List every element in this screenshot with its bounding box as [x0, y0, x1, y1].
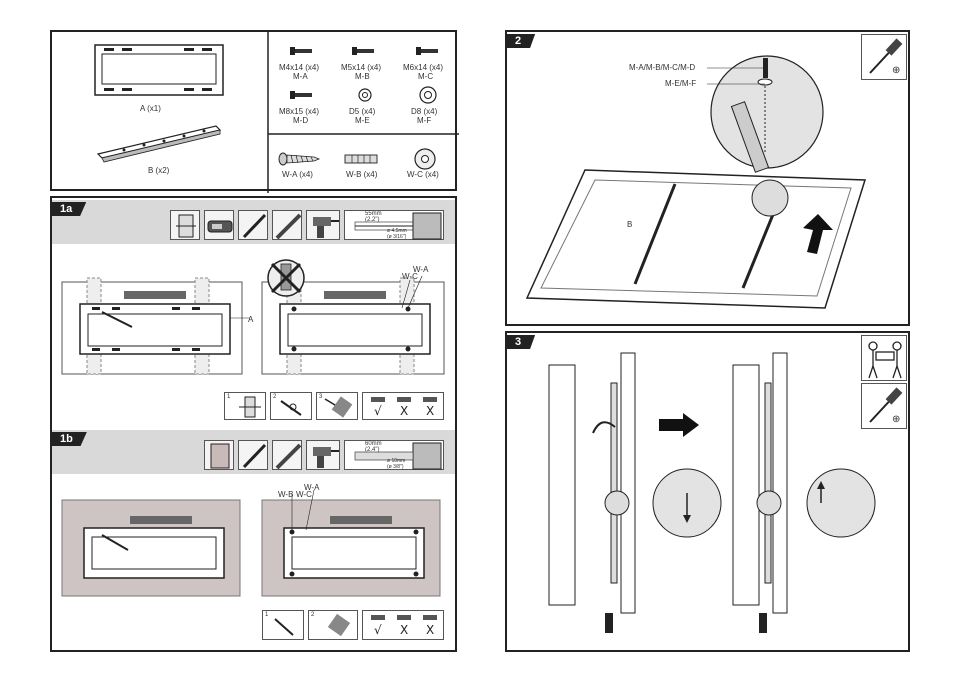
- screw-m-d-size: M8x15 (x4): [279, 107, 320, 116]
- rail-b-callout-2: B: [627, 220, 633, 229]
- tv-back-2: [525, 169, 867, 309]
- drill-dia-in-1a: (ø 3/16"): [387, 234, 407, 240]
- drill-dia-in-1b: (ø 3/8"): [387, 464, 404, 470]
- step-1b-concrete-wall-right: [261, 489, 441, 597]
- step-1a-num-3: 3: [319, 394, 323, 400]
- step-1a-wood-wall-right: [261, 275, 445, 375]
- check-x2-1b: X: [426, 623, 435, 637]
- step-1b-sub-1: 1: [262, 610, 304, 640]
- step-1a-wood-wall-left: [61, 277, 250, 375]
- washer-m-f-size: D8 (x4): [411, 107, 438, 116]
- parts-frame: [267, 32, 459, 193]
- screw-m-a-icon: [290, 47, 312, 55]
- bracket-a-icon: [94, 44, 224, 96]
- drill-depth-1b: 60mm: [365, 441, 382, 447]
- step-1a-tag: 1a: [52, 202, 87, 216]
- screw-m-b-size: M5x14 (x4): [341, 63, 382, 72]
- step-1b-tag: 1b: [52, 432, 87, 446]
- w-a-label: W-A (x4): [282, 170, 313, 179]
- pencil-thumb: [238, 210, 268, 240]
- drill-thumb-1b: [306, 440, 340, 470]
- wood-screw-w-a-icon: [278, 152, 321, 166]
- screw-m-a-code: M-A: [293, 72, 308, 81]
- screw-m-c-code: M-C: [418, 72, 434, 81]
- drill-thumb: [306, 210, 340, 240]
- w-a-callout-1a: W-A: [413, 265, 429, 274]
- plus-icon-3: ⊕: [892, 414, 901, 425]
- check-ok-1a: √: [374, 404, 382, 418]
- rail-b-label: B (x2): [148, 166, 170, 175]
- step-3-panel: 3 ⊕: [505, 331, 910, 652]
- step-3-tag: 3: [507, 335, 536, 349]
- screw-m-c-icon: [416, 47, 438, 55]
- plus-icon-2: ⊕: [892, 65, 901, 76]
- w-c-callout-1a: W-C: [402, 272, 418, 281]
- step-1a-sub-3: 3: [316, 392, 358, 420]
- screw-m-b-code: M-B: [355, 72, 370, 81]
- step-1a-sub-1: 1: [224, 392, 266, 420]
- w-c-label: W-C (x4): [407, 170, 439, 179]
- bracket-a-callout: A: [248, 315, 254, 324]
- step-1b-num-2: 2: [311, 612, 315, 618]
- step-1b-check-box: √ X X: [362, 610, 444, 640]
- washer-m-e-icon: [358, 88, 372, 102]
- screw-m-a-size: M4x14 (x4): [279, 63, 320, 72]
- parts-panel: A (x1) B (x2) M4x14 (x4) M-A M5x14 (x4) …: [50, 30, 459, 193]
- step-1a-check-box: √ X X: [362, 392, 444, 420]
- drill-depth-1a: 55mm: [365, 211, 382, 217]
- step-2-tag: 2: [507, 34, 536, 48]
- rail-b-icon: [96, 125, 222, 163]
- up-arrow-icon: [803, 214, 833, 254]
- screwdriver-thumb-2: ⊕: [861, 34, 907, 80]
- check-x1-1b: X: [400, 623, 409, 637]
- washer-m-f-code: M-F: [417, 116, 432, 125]
- screw-m-b-icon: [352, 47, 374, 55]
- drill-len-1a: (2.2"): [365, 217, 380, 223]
- stud-finder-thumb: [204, 210, 234, 240]
- screw-callout-2: M-A/M-B/M-C/M-D: [629, 63, 696, 72]
- w-c-callout-1b: W-C: [296, 490, 312, 499]
- screw-m-d-icon: [290, 91, 312, 99]
- two-person-thumb: [861, 335, 907, 381]
- screw-m-c-size: M6x14 (x4): [403, 63, 444, 72]
- washer-w-c-icon: [414, 148, 436, 170]
- wood-stud-thumb: [170, 210, 200, 240]
- drill-spec-thumb: 55mm (2.2") ø 4.5mm (ø 3/16"): [344, 210, 444, 240]
- w-b-callout-1b: W-B: [278, 490, 294, 499]
- step-1b-sub-2: 2: [308, 610, 358, 640]
- step-1b-num-1: 1: [265, 612, 269, 618]
- washer-m-e-code: M-E: [355, 116, 370, 125]
- step-1a-sub-2: 2: [270, 392, 312, 420]
- drill-spec-thumb-1b: 60mm (2.4") ø 10mm (ø 3/8"): [344, 440, 444, 470]
- concrete-wall-thumb: [204, 440, 234, 470]
- step-1a-num-1: 1: [227, 394, 231, 400]
- step-2-panel: 2 ⊕ M-A/M-B/M-C/M-D M-E/M-F B: [505, 30, 910, 326]
- drill-dia-1b: ø 10mm: [387, 458, 406, 464]
- bracket-a-label: A (x1): [140, 104, 161, 113]
- step-1-panel: 1a 55mm (2.2") ø 4.5mm (ø 3/16") A: [50, 196, 457, 652]
- right-arrow-icon: [659, 413, 699, 437]
- check-ok-1b: √: [374, 623, 382, 637]
- washer-m-e-size: D5 (x4): [349, 107, 376, 116]
- no-anchor-icon: [267, 259, 305, 297]
- washer-callout-2: M-E/M-F: [665, 79, 697, 88]
- step-3-after: [732, 352, 876, 633]
- level-thumb-1b: [272, 440, 302, 470]
- pencil-thumb-1b: [238, 440, 268, 470]
- washer-m-f-icon: [419, 86, 437, 104]
- anchor-w-b-icon: [344, 154, 378, 164]
- w-b-label: W-B (x4): [346, 170, 378, 179]
- w-a-callout-1b: W-A: [304, 483, 320, 492]
- step-3-before: [548, 352, 722, 633]
- callout-lines-2: [707, 67, 765, 85]
- screw-m-d-code: M-D: [293, 116, 309, 125]
- step-1b-concrete-wall-left: [61, 499, 241, 597]
- step-1a-num-2: 2: [273, 394, 277, 400]
- drill-len-1b: (2.4"): [365, 447, 380, 453]
- check-x1-1a: X: [400, 404, 409, 418]
- screwdriver-thumb-3: ⊕: [861, 383, 907, 429]
- drill-dia-1a: ø 4.5mm: [387, 228, 407, 234]
- level-thumb: [272, 210, 302, 240]
- check-x2-1a: X: [426, 404, 435, 418]
